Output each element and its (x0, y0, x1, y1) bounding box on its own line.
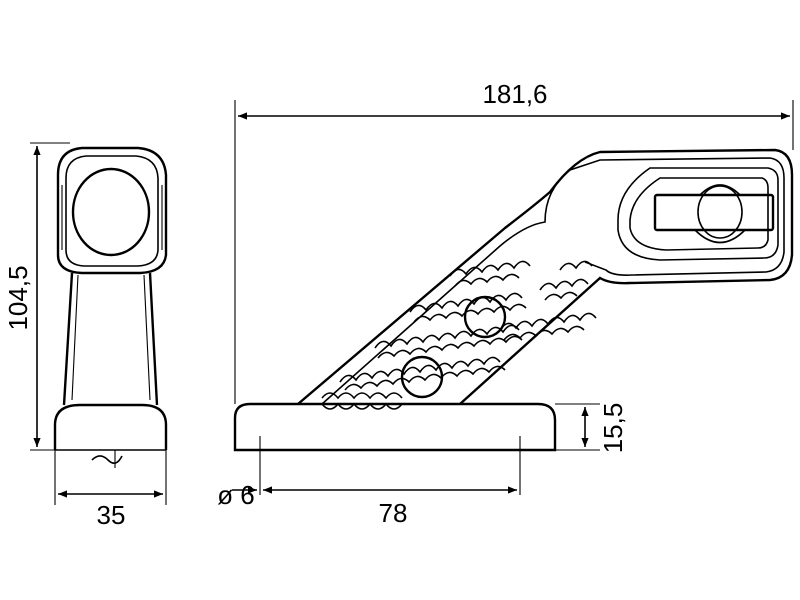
front-base (53, 403, 168, 450)
front-cable (91, 455, 123, 464)
front-lamp-head (56, 146, 168, 275)
side-lamp-housing (617, 167, 779, 261)
reflector-pattern (321, 260, 597, 410)
reflector-circle-lower (400, 355, 444, 399)
side-arm (297, 148, 794, 405)
length-dimension-label: 181,6 (482, 79, 547, 109)
base-height-dimension-label: 15,5 (598, 403, 628, 454)
height-dimension-label: 104,5 (3, 265, 33, 330)
side-arm-inner (321, 157, 785, 405)
front-lens (71, 167, 151, 257)
front-view: 104,5 35 (3, 142, 168, 530)
side-base-plate (233, 402, 557, 452)
front-stem (62, 272, 159, 406)
hole-diameter-label: ø 6 (217, 480, 255, 510)
hole-spacing-dimension-label: 78 (379, 498, 408, 528)
width-dimension-label: 35 (97, 500, 126, 530)
front-lamp-inner (65, 155, 159, 267)
reflector-circle-upper (463, 295, 507, 339)
side-view: 181,6 15,5 78 ø 6 (217, 79, 794, 528)
side-lens (653, 193, 775, 232)
side-lamp-inner (629, 177, 769, 251)
